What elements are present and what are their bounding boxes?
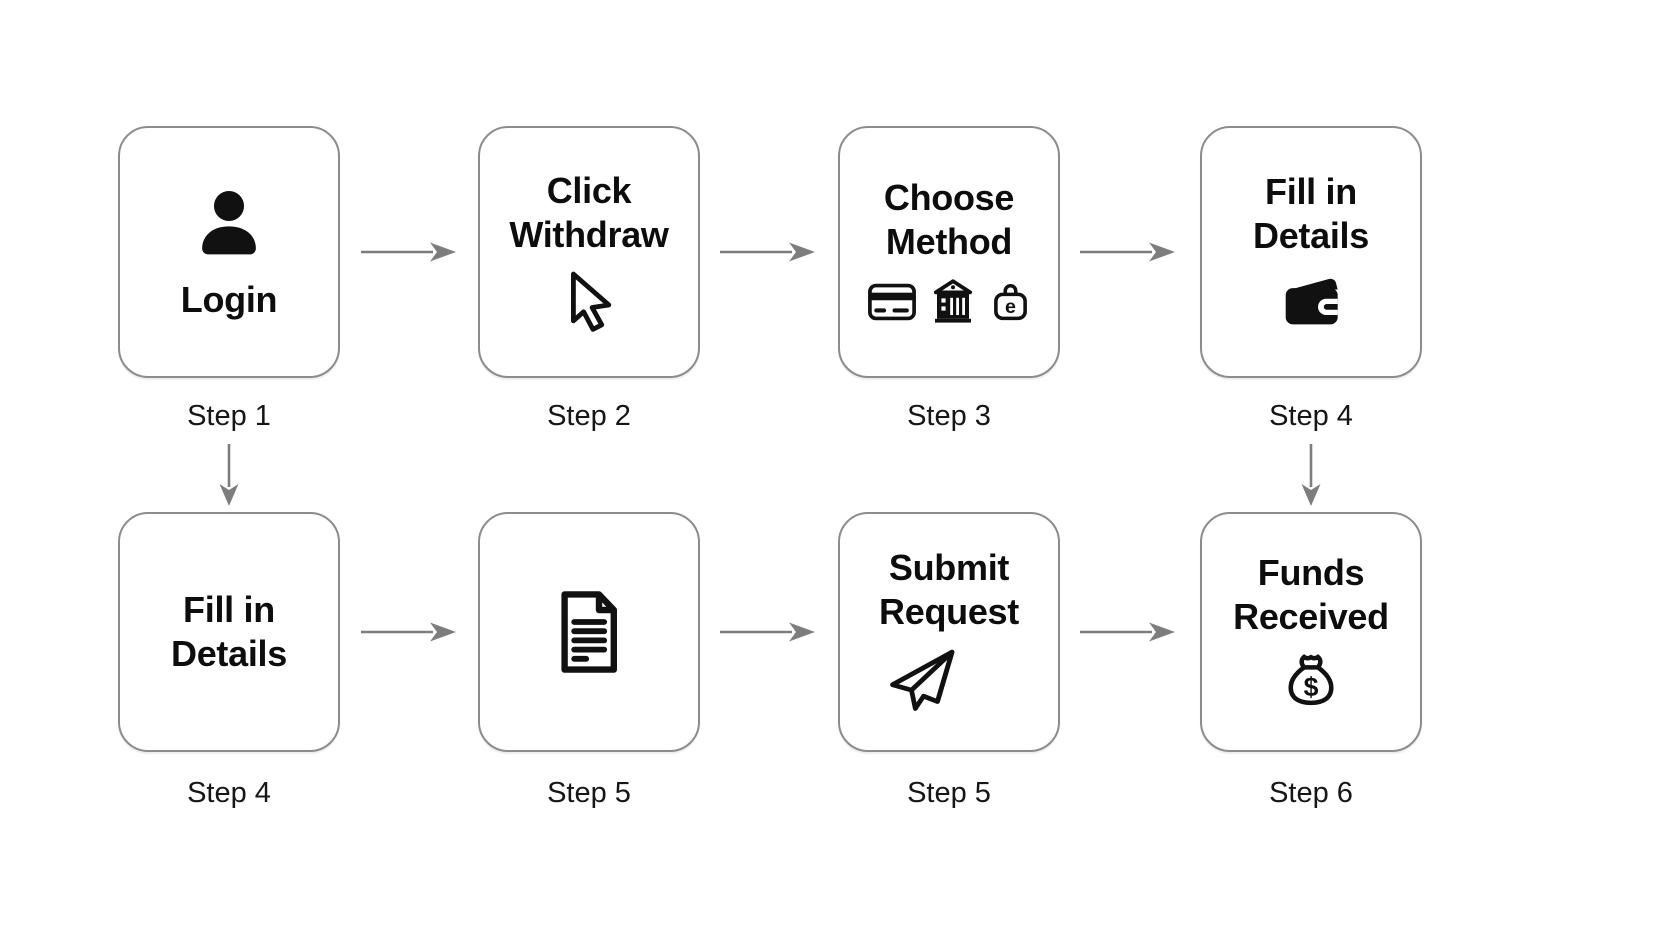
step-box-fill-in-details-top: Fill in Details: [1200, 126, 1422, 378]
box-title: Funds Received: [1233, 551, 1389, 639]
paper-plane-icon: [883, 642, 959, 718]
user-icon: [186, 182, 272, 268]
step-box-click-withdraw: Click Withdraw: [478, 126, 700, 378]
arrow-right-icon: [360, 619, 458, 645]
step-label: Step 6: [1269, 777, 1353, 809]
title-line: Login: [180, 279, 278, 321]
step-label: Step 2: [547, 400, 631, 432]
arrow-down-icon: [1298, 443, 1324, 507]
step-box-fill-in-details-bottom: Fill in Details: [118, 512, 340, 752]
title-line: Request: [879, 591, 1019, 632]
step-label: Step 5: [907, 777, 991, 809]
title-line: Details: [1253, 215, 1369, 256]
step-label: Step 3: [907, 400, 991, 432]
credit-card-icon: [866, 276, 918, 328]
title-line: Click: [546, 170, 632, 212]
title-line: Method: [885, 221, 1013, 262]
arrow-right-icon: [360, 239, 458, 265]
title-line: Choose: [883, 177, 1015, 219]
title-line: Withdraw: [509, 214, 669, 255]
box-title: Choose Method: [883, 176, 1015, 264]
arrow-right-icon: [1079, 619, 1177, 645]
box-title: Submit Request: [879, 546, 1019, 634]
e-wallet-icon: e: [988, 279, 1033, 324]
box-title: Fill in Details: [1253, 170, 1369, 258]
title-line: Submit: [888, 547, 1010, 589]
arrow-down-icon: [216, 443, 242, 507]
step-label: Step 5: [547, 777, 631, 809]
box-title: Fill in Details: [171, 588, 287, 676]
bank-icon: [929, 278, 977, 326]
payment-method-icons: e: [866, 276, 1033, 328]
step-box-submit-request: Submit Request: [838, 512, 1060, 752]
cursor-icon: [555, 267, 623, 335]
wallet-icon: [1278, 268, 1344, 334]
title-line: Funds: [1257, 552, 1365, 594]
arrow-right-icon: [719, 619, 817, 645]
arrow-right-icon: [719, 239, 817, 265]
step-label: Step 1: [187, 400, 271, 432]
box-title: Login: [180, 278, 278, 322]
title-line: Details: [171, 633, 287, 674]
money-bag-icon: $: [1279, 649, 1343, 713]
step-box-login: Login: [118, 126, 340, 378]
svg-text:$: $: [1304, 672, 1319, 702]
title-line: Fill in: [1265, 171, 1357, 213]
svg-text:e: e: [1005, 296, 1016, 318]
title-line: Received: [1233, 596, 1389, 637]
title-line: Fill in: [183, 589, 275, 631]
box-title: Click Withdraw: [509, 169, 669, 257]
step-label: Step 4: [1269, 400, 1353, 432]
step-label: Step 4: [187, 777, 271, 809]
arrow-right-icon: [1079, 239, 1177, 265]
step-box-funds-received: Funds Received $: [1200, 512, 1422, 752]
step-box-document: [478, 512, 700, 752]
document-icon: [541, 584, 637, 680]
step-box-choose-method: Choose Method: [838, 126, 1060, 378]
